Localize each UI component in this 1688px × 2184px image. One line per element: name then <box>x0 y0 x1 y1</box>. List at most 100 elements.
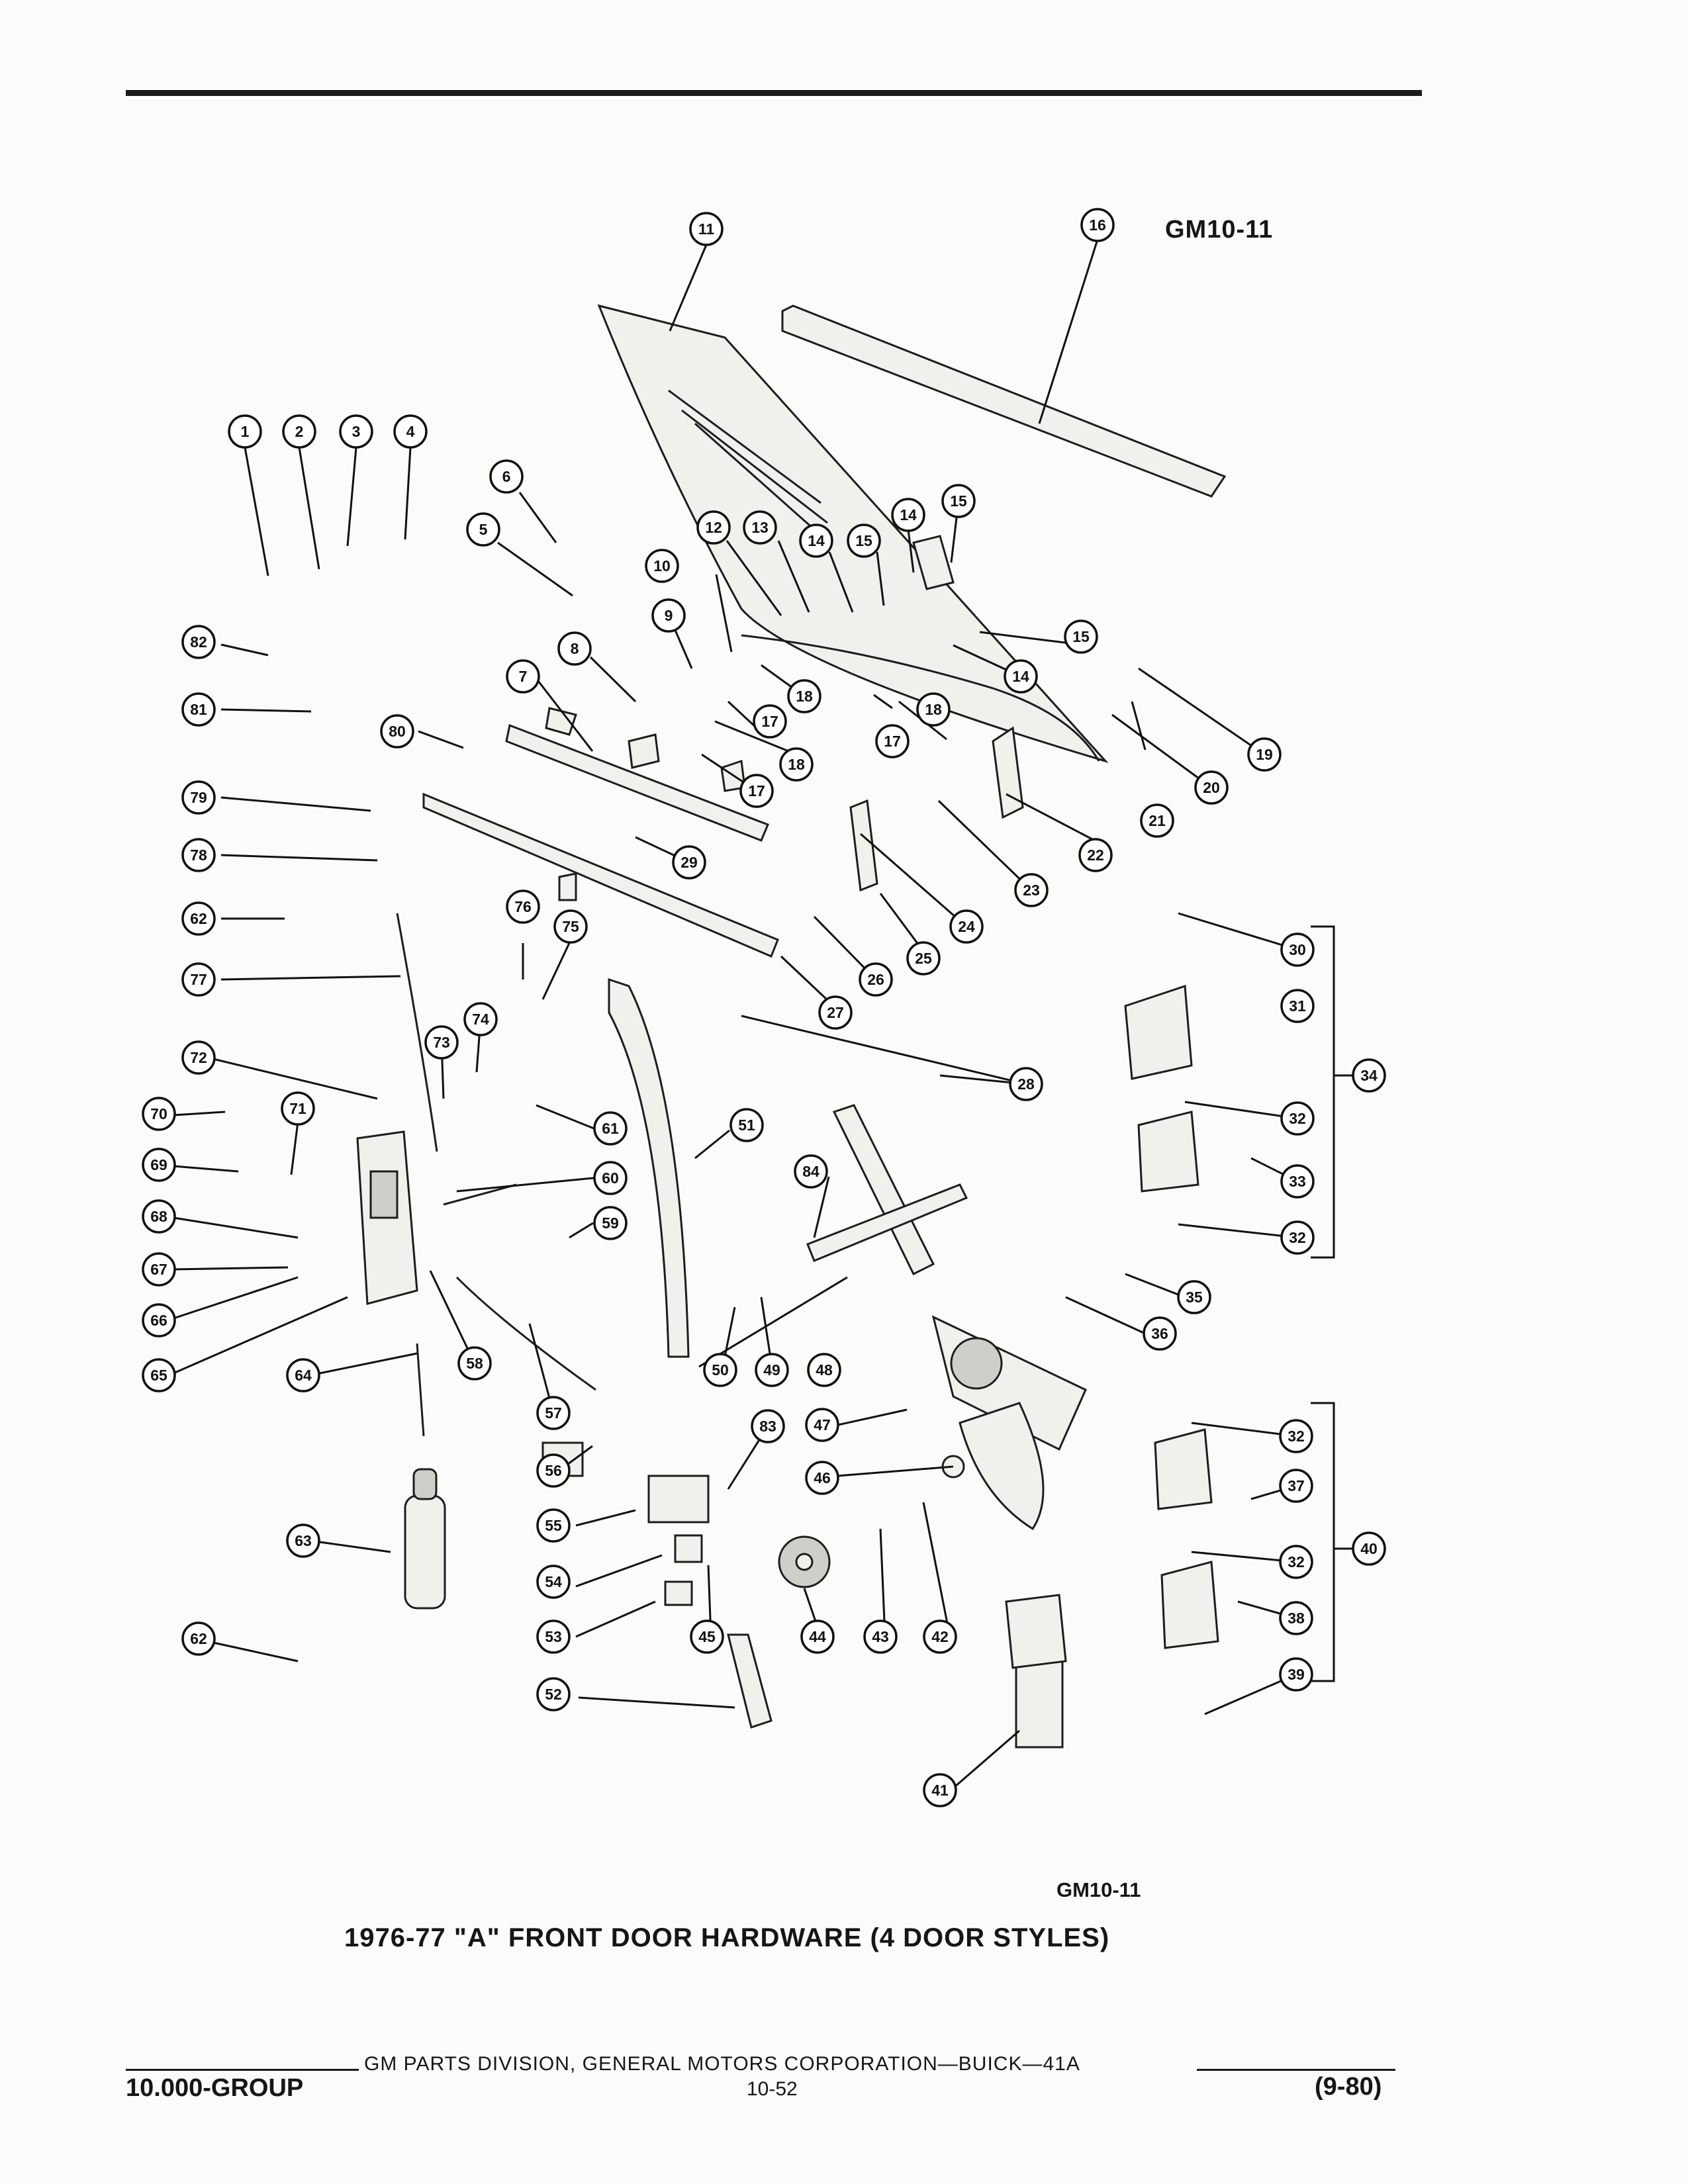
callout-48: 48 <box>807 1353 841 1387</box>
svg-text:50: 50 <box>712 1361 729 1379</box>
svg-text:64: 64 <box>295 1367 312 1384</box>
svg-text:65: 65 <box>150 1367 167 1384</box>
svg-text:24: 24 <box>958 918 975 935</box>
svg-text:18: 18 <box>796 688 813 705</box>
callout-33: 33 <box>1280 1164 1315 1199</box>
top-rule <box>126 90 1422 96</box>
svg-text:11: 11 <box>698 220 715 238</box>
callout-2: 2 <box>282 414 316 449</box>
svg-text:19: 19 <box>1256 746 1273 763</box>
svg-text:7: 7 <box>519 668 528 685</box>
callout-62a: 62 <box>181 901 216 936</box>
svg-text:42: 42 <box>931 1628 949 1645</box>
svg-text:43: 43 <box>872 1628 889 1645</box>
callout-21: 21 <box>1140 803 1174 838</box>
callout-15a: 15 <box>847 523 881 558</box>
svg-text:36: 36 <box>1151 1325 1168 1342</box>
callout-24: 24 <box>949 909 984 944</box>
svg-text:59: 59 <box>602 1214 619 1232</box>
svg-text:56: 56 <box>545 1462 562 1479</box>
callout-17a: 17 <box>753 704 787 739</box>
front-guide-channel <box>422 723 779 958</box>
svg-text:32: 32 <box>1289 1110 1306 1127</box>
svg-text:14: 14 <box>1012 668 1029 685</box>
callout-14a: 14 <box>799 523 833 558</box>
callout-79: 79 <box>181 780 216 815</box>
svg-text:51: 51 <box>738 1116 755 1134</box>
callout-36: 36 <box>1143 1316 1177 1351</box>
callout-41: 41 <box>923 1773 957 1807</box>
callout-49: 49 <box>755 1353 789 1387</box>
callout-77: 77 <box>181 962 216 997</box>
svg-text:33: 33 <box>1289 1173 1306 1190</box>
svg-text:61: 61 <box>602 1120 619 1137</box>
svg-text:22: 22 <box>1087 846 1104 864</box>
footer-group: 10.000-GROUP <box>126 2074 304 2102</box>
svg-text:15: 15 <box>950 492 967 510</box>
svg-text:66: 66 <box>150 1312 167 1329</box>
callout-83: 83 <box>751 1409 785 1443</box>
callout-38: 38 <box>1279 1601 1313 1635</box>
lower-hinge <box>1154 1428 1219 1649</box>
svg-text:32: 32 <box>1289 1229 1306 1246</box>
svg-text:27: 27 <box>827 1004 844 1021</box>
svg-text:14: 14 <box>900 506 917 523</box>
footer-rule-right <box>1197 2069 1395 2071</box>
callout-32d: 32 <box>1279 1545 1313 1579</box>
svg-text:82: 82 <box>190 633 207 651</box>
svg-text:74: 74 <box>472 1011 489 1028</box>
callout-28: 28 <box>1009 1067 1043 1101</box>
svg-text:68: 68 <box>150 1208 167 1225</box>
callout-19: 19 <box>1247 737 1282 772</box>
figure-code-bottom: GM10-11 <box>1056 1878 1141 1901</box>
callout-71: 71 <box>281 1091 315 1126</box>
callout-10: 10 <box>645 549 679 583</box>
svg-text:13: 13 <box>751 519 769 536</box>
svg-text:77: 77 <box>190 971 207 988</box>
svg-text:32: 32 <box>1288 1553 1305 1570</box>
svg-text:72: 72 <box>190 1049 207 1066</box>
callout-72: 72 <box>181 1040 216 1075</box>
svg-text:44: 44 <box>809 1628 826 1645</box>
callout-44: 44 <box>800 1619 835 1654</box>
callout-5: 5 <box>466 512 500 547</box>
svg-text:10: 10 <box>653 557 671 574</box>
figure-code-top: GM10-11 <box>1165 216 1274 244</box>
callout-69: 69 <box>142 1148 176 1182</box>
callout-34: 34 <box>1352 1058 1386 1093</box>
callout-51: 51 <box>729 1108 764 1142</box>
svg-text:76: 76 <box>514 898 532 915</box>
callout-61: 61 <box>593 1111 628 1146</box>
window-regulator <box>806 1104 1087 1531</box>
callout-78: 78 <box>181 838 216 872</box>
svg-text:16: 16 <box>1089 216 1106 234</box>
svg-text:18: 18 <box>925 701 942 718</box>
figure-caption: 1976-77 "A" FRONT DOOR HARDWARE (4 DOOR … <box>344 1923 1110 1952</box>
callout-27: 27 <box>818 995 853 1030</box>
footer-rule-left <box>126 2069 359 2071</box>
svg-text:53: 53 <box>545 1628 562 1645</box>
svg-text:48: 48 <box>816 1361 833 1379</box>
svg-text:1: 1 <box>241 423 250 440</box>
svg-text:69: 69 <box>150 1156 167 1173</box>
callout-37: 37 <box>1279 1469 1313 1503</box>
callout-35: 35 <box>1177 1280 1211 1314</box>
callout-62b: 62 <box>181 1621 216 1656</box>
svg-text:39: 39 <box>1288 1666 1305 1683</box>
callout-23: 23 <box>1014 873 1049 907</box>
svg-text:62: 62 <box>190 910 207 927</box>
footer-revision-date: (9-80) <box>1315 2073 1382 2101</box>
callout-81: 81 <box>181 692 216 727</box>
callout-66: 66 <box>142 1303 176 1338</box>
callout-20: 20 <box>1194 770 1229 805</box>
callout-9: 9 <box>651 598 686 633</box>
callout-29: 29 <box>672 845 706 880</box>
callout-52: 52 <box>536 1677 571 1711</box>
leader-lines <box>173 239 1299 1788</box>
door-lock-assembly <box>356 1130 418 1305</box>
svg-text:81: 81 <box>190 701 207 718</box>
callout-22: 22 <box>1078 838 1113 872</box>
svg-text:34: 34 <box>1360 1067 1378 1084</box>
